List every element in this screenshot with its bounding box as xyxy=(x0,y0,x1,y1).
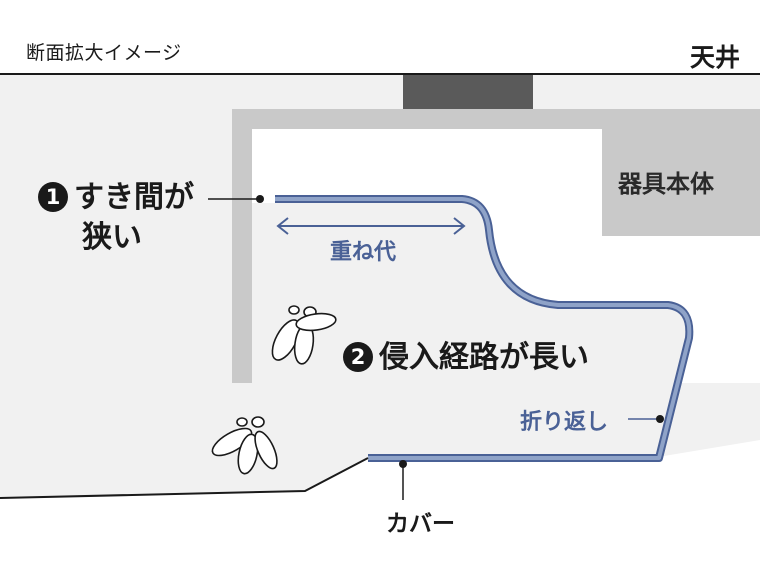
fold-leader-dot xyxy=(656,415,664,423)
section-title: 断面拡大イメージ xyxy=(26,42,182,64)
number-badge-1: 1 xyxy=(38,182,68,212)
cover-line-inner xyxy=(275,197,692,460)
overlap-arrow xyxy=(276,217,466,235)
ceiling-label: 天井 xyxy=(689,43,740,72)
cover-bottom-edge xyxy=(0,457,369,499)
ceiling-block xyxy=(403,75,533,109)
gap-leader-dot xyxy=(256,195,264,203)
number-badge-2: 2 xyxy=(343,342,373,372)
gap-label-line2: 狭い xyxy=(82,220,142,255)
fixture-body-block xyxy=(602,129,760,236)
fold-label: 折り返し xyxy=(520,410,609,435)
cover-label: カバー xyxy=(386,511,455,537)
bug-icon xyxy=(271,305,337,365)
lower-white-area xyxy=(0,440,760,570)
fixture-body-label: 器具本体 xyxy=(618,170,714,198)
cover-leader-dot xyxy=(399,460,407,468)
overlap-label: 重ね代 xyxy=(330,240,397,265)
bug-icon xyxy=(211,416,278,475)
cover-inner-fill xyxy=(252,203,687,488)
gap-label-line1: すき間が xyxy=(74,180,194,215)
path-label-text: 侵入経路が長い xyxy=(379,340,589,375)
